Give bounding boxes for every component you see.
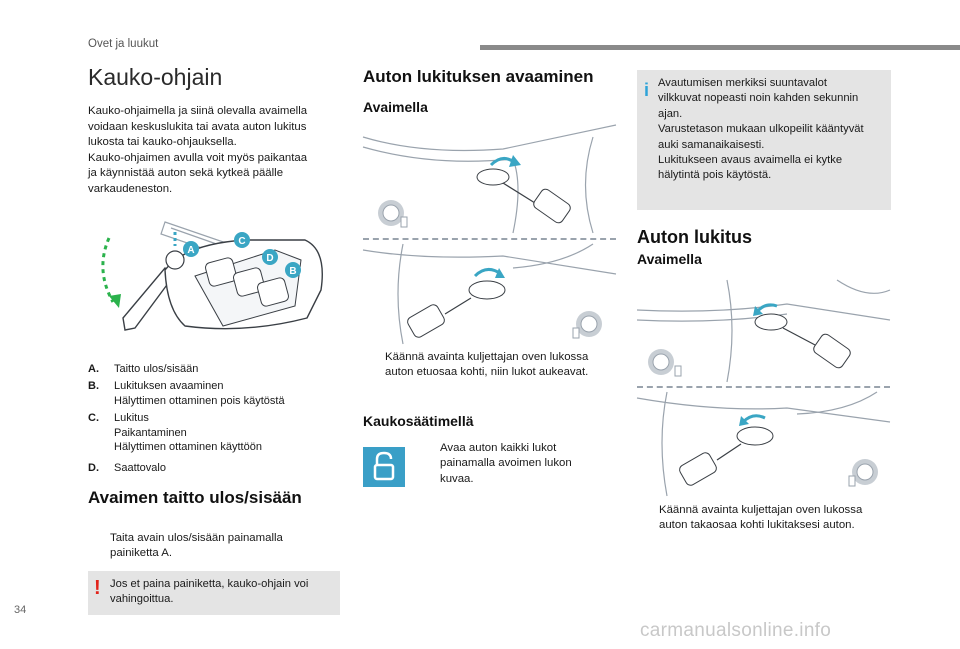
unlock-remote-subtitle: Kaukosäätimellä xyxy=(363,413,474,429)
bullet-line: Taita avain ulos/sisään painamalla xyxy=(110,532,283,544)
legend-key: D. xyxy=(88,462,99,474)
legend-text: Lukitus xyxy=(114,412,149,424)
warning-box: ! Jos et paina painiketta, kauko-ohjain … xyxy=(88,571,340,615)
bullet-line: painamalla avoimen lukon xyxy=(440,457,572,470)
legend-key: A. xyxy=(88,363,99,375)
label-c: C xyxy=(238,236,245,247)
fold-section-title: Avaimen taitto ulos/sisään xyxy=(88,488,302,507)
legend-text: Hälyttimen ottaminen pois käytöstä xyxy=(114,394,285,407)
car-door-key-illustration xyxy=(636,391,891,497)
key-fob-figure: A C D B xyxy=(101,221,323,331)
label-a: A xyxy=(187,245,194,256)
legend-text: Paikantaminen xyxy=(114,426,187,439)
bullet-line: kuvaa. xyxy=(440,472,474,485)
intro-line: voidaan keskuslukita tai avata auton luk… xyxy=(88,120,307,133)
fold-instruction: Taita avain ulos/sisään painamalla paini… xyxy=(88,531,338,563)
unlock-padlock-icon xyxy=(363,447,405,487)
intro-line: lukosta tai kauko-ohjauksella. xyxy=(88,136,237,149)
unlock-key-instruction: Käännä avainta kuljettajan oven lukossa … xyxy=(363,350,616,382)
divider xyxy=(363,238,616,240)
page-title: Kauko-ohjain xyxy=(88,64,223,90)
unlock-remote-instruction: Avaa auton kaikki lukot painamalla avoim… xyxy=(418,441,608,489)
warning-icon: ! xyxy=(94,577,101,599)
info-line: hälytintä pois käytöstä. xyxy=(658,169,772,182)
intro-line: varkaudeneston. xyxy=(88,182,173,195)
watermark: carmanualsonline.info xyxy=(640,620,832,641)
bullet-line: Avaa auton kaikki lukot xyxy=(440,442,557,454)
label-b: B xyxy=(289,266,296,277)
intro-text: Kauko-ohjaimella ja siinä olevalla avaim… xyxy=(88,104,338,198)
warning-line: Jos et paina painiketta, kauko-ohjain vo… xyxy=(110,578,309,590)
car-door-key-illustration xyxy=(636,279,891,383)
lock-key-instruction: Käännä avainta kuljettajan oven lukossa … xyxy=(637,503,890,535)
legend-key: C. xyxy=(88,412,99,424)
section-header: Ovet ja luukut xyxy=(88,38,159,50)
bullet-line: Käännä avainta kuljettajan oven lukossa xyxy=(659,504,863,516)
info-box: i Avautumisen merkiksi suuntavalot vilkk… xyxy=(637,70,891,210)
lock-key-subtitle: Avaimella xyxy=(637,251,702,267)
car-door-key-illustration xyxy=(362,243,617,345)
lock-section-title: Auton lukitus xyxy=(637,227,752,247)
page-number: 34 xyxy=(14,604,27,616)
header-bar xyxy=(480,45,960,50)
intro-line: Kauko-ohjaimella ja siinä olevalla avaim… xyxy=(88,105,308,117)
info-line: vilkkuvat nopeasti noin kahden sekunnin xyxy=(658,92,859,105)
car-door-key-illustration xyxy=(362,124,617,234)
warning-line: vahingoittua. xyxy=(110,593,174,605)
info-line: Avautumisen merkiksi suuntavalot xyxy=(658,77,827,89)
info-line: auki samanaikaisesti. xyxy=(658,138,765,151)
divider xyxy=(637,386,890,388)
legend-text: Lukituksen avaaminen xyxy=(114,380,224,392)
info-icon: i xyxy=(644,80,650,100)
legend-text: Taitto ulos/sisään xyxy=(114,363,199,375)
legend-text: Hälyttimen ottaminen käyttöön xyxy=(114,441,262,453)
intro-line: ja käynnistää auton sekä kytkeä päälle xyxy=(88,167,284,180)
bullet-line: painiketta A. xyxy=(110,547,173,560)
info-line: Lukitukseen avaus avaimella ei kytke xyxy=(658,154,843,167)
unlock-key-subtitle: Avaimella xyxy=(363,99,428,115)
legend-key: B. xyxy=(88,380,99,392)
info-line: ajan. xyxy=(658,107,683,120)
bullet-line: auton etuosaa kohti, niin lukot aukeavat… xyxy=(385,366,589,379)
legend-text: Saattovalo xyxy=(114,462,166,474)
intro-line: Kauko-ohjaimen avulla voit myös paikanta… xyxy=(88,151,308,164)
info-line: Varustetason mukaan ulkopeilit kääntyvät xyxy=(658,123,864,136)
unlock-section-title: Auton lukituksen avaaminen xyxy=(363,67,594,86)
label-d: D xyxy=(266,253,273,264)
bullet-line: Käännä avainta kuljettajan oven lukossa xyxy=(385,351,589,363)
bullet-line: auton takaosaa kohti lukitaksesi auton. xyxy=(659,519,855,532)
